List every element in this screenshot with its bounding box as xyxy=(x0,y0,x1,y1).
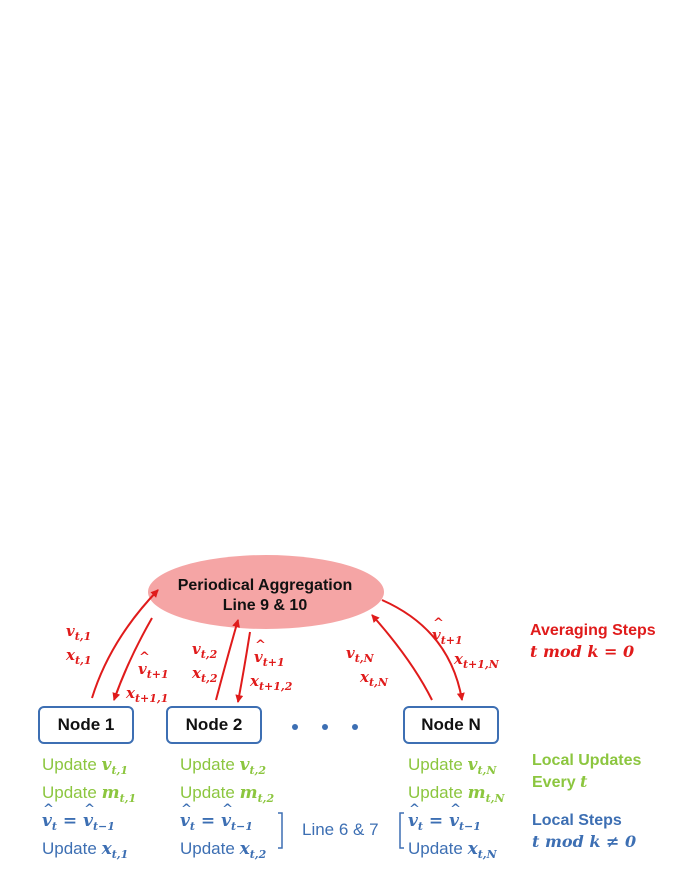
arrow-nodeN-up xyxy=(371,614,433,701)
aggregation-title: Periodical Aggregation xyxy=(177,577,353,594)
label-n2-down: vt+1 xt+1,2 xyxy=(250,637,292,696)
updates-node-2: Update vt,2 Update mt,2 vt = vt−1 Update… xyxy=(180,754,274,866)
updates-node-1: Update vt,1 Update mt,1 vt = vt−1 Update… xyxy=(42,754,136,866)
local-updates-label: Local Updates Every t xyxy=(532,752,642,791)
node-n: Node N xyxy=(403,706,499,744)
middle-line-ref: Line 6 & 7 xyxy=(302,820,379,839)
label-nN-up: vt,N xt,N xyxy=(346,644,388,689)
node-1: Node 1 xyxy=(38,706,134,744)
arrow-node2-up xyxy=(215,619,240,701)
local-steps-label: Local Steps t mod k ≠ 0 xyxy=(532,812,637,851)
aggregation-label: Periodical Aggregation Line 9 & 10 xyxy=(150,576,380,616)
arrow-node2-down xyxy=(235,631,251,703)
node-2: Node 2 xyxy=(166,706,262,744)
label-n1-down: vt+1 xt+1,1 xyxy=(126,649,169,708)
bracket-left xyxy=(399,812,404,849)
aggregation-lines: Line 9 & 10 xyxy=(222,597,308,614)
label-nN-down: vt+1 xt+1,N xyxy=(432,615,499,674)
ellipsis-dot xyxy=(322,724,328,730)
aggregation-ellipse xyxy=(148,555,384,629)
updates-node-n: Update vt,N Update mt,N vt = vt−1 Update… xyxy=(408,754,505,866)
arrow-node1-up xyxy=(91,589,159,699)
ellipsis-dot xyxy=(292,724,298,730)
label-n1-up: vt,1 xt,1 xyxy=(66,622,92,667)
averaging-steps-label: Averaging Steps t mod k = 0 xyxy=(530,622,656,661)
label-n2-up: vt,2 xt,2 xyxy=(192,640,218,685)
arrow-node1-down xyxy=(112,617,153,701)
ellipsis-dot xyxy=(352,724,358,730)
bracket-right xyxy=(278,812,283,849)
